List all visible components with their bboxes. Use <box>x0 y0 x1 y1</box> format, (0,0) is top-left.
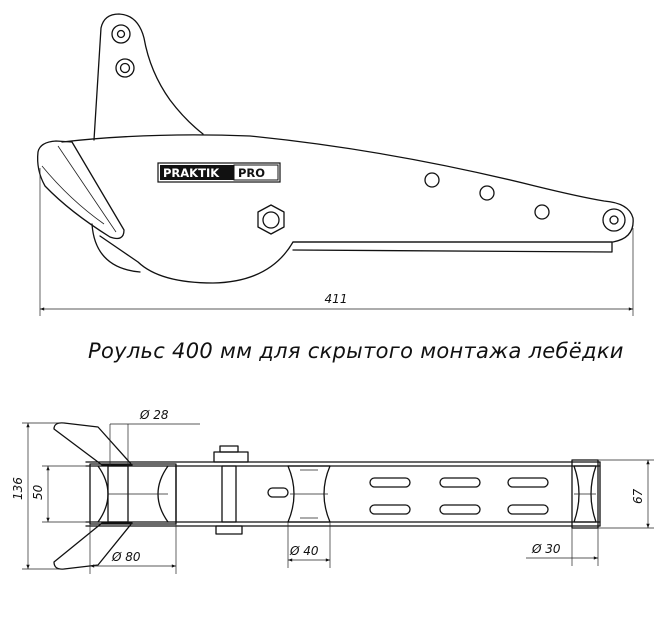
middle-roller <box>287 465 331 523</box>
hex-bolt <box>257 204 285 235</box>
bottom-plate <box>292 241 613 253</box>
axle-bolt <box>213 445 249 535</box>
dim-30-label: Ø 30 <box>531 542 561 556</box>
dim-diameter-28: Ø 28 <box>109 408 200 466</box>
main-roller <box>91 223 141 273</box>
body-hole-1 <box>424 172 440 188</box>
deflector-plate <box>37 140 125 240</box>
dim-diameter-80: Ø 80 <box>89 524 177 574</box>
top-wing <box>53 422 133 466</box>
dim-height-50: 50 <box>31 465 92 523</box>
body-hole-2 <box>479 185 495 201</box>
dim-height-136: 136 <box>11 422 64 570</box>
dim-50-label: 50 <box>31 484 45 500</box>
dim-diameter-40: Ø 40 <box>287 522 331 568</box>
dim-40-label: Ø 40 <box>289 544 319 558</box>
bottom-wing <box>53 522 133 570</box>
body-hole-3 <box>534 204 550 220</box>
main-roller-top-view <box>89 463 177 525</box>
brand-logo: PRAKTIK PRO <box>157 162 281 183</box>
dim-67-label: 67 <box>631 488 645 504</box>
logo-part-1: PRAKTIK <box>163 166 220 180</box>
mounting-bracket <box>93 13 204 141</box>
dim-height-67: 67 <box>598 459 654 529</box>
logo-part-2: PRO <box>238 166 265 180</box>
end-roller-top-view <box>571 459 599 529</box>
top-view: Ø 28 Ø 80 Ø 40 Ø 30 136 <box>11 408 654 574</box>
main-body <box>61 134 634 284</box>
drawing-caption: Роульс 400 мм для скрытого монтажа лебёд… <box>88 339 624 363</box>
dim-28-label: Ø 28 <box>139 408 169 422</box>
end-roller <box>602 208 626 232</box>
bracket-hole-bottom <box>115 58 135 78</box>
side-view: PRAKTIK PRO 411 <box>37 13 634 316</box>
dim-136-label: 136 <box>11 477 25 500</box>
frame-slots <box>267 477 549 515</box>
length-dimension: 411 <box>39 168 634 316</box>
dim-80-label: Ø 80 <box>111 550 141 564</box>
bracket-hole-top <box>111 24 131 44</box>
dim-diameter-30: Ø 30 <box>526 528 599 566</box>
length-value: 411 <box>325 292 348 306</box>
